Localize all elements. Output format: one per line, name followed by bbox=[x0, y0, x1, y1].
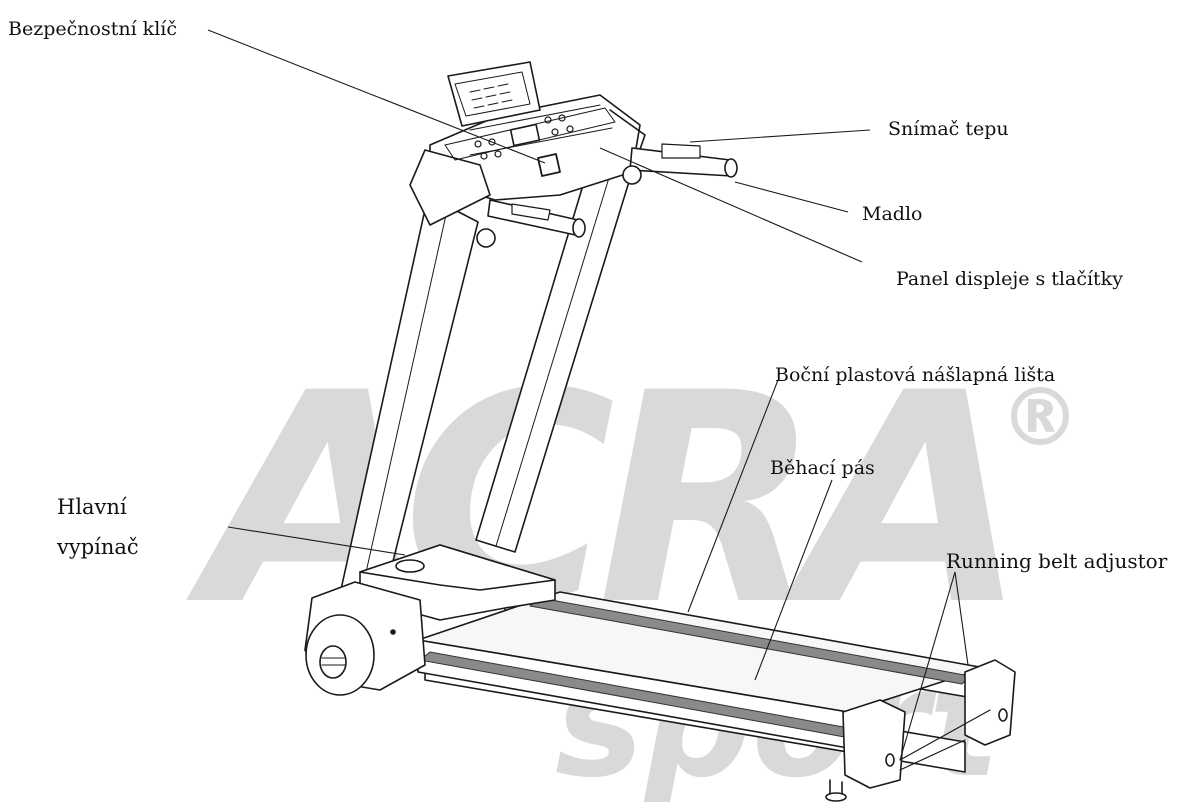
safety-key bbox=[537, 153, 561, 177]
label-main-switch: Hlavní vypínač bbox=[57, 495, 139, 559]
heart-rate-sensor-left bbox=[511, 203, 551, 221]
label-handrail: Madlo bbox=[862, 203, 923, 225]
handrail-right bbox=[629, 143, 738, 178]
watermark-registered: ® bbox=[1000, 371, 1080, 464]
left-base bbox=[304, 581, 426, 696]
leader-heart-rate bbox=[689, 129, 871, 143]
console-buttons bbox=[474, 114, 574, 160]
label-side-rail: Boční plastová nášlapná lišta bbox=[775, 364, 1056, 386]
leader-main-switch bbox=[227, 526, 406, 556]
rear-end-cap bbox=[825, 659, 1016, 802]
label-belt-adjustor: Running belt adjustor bbox=[946, 549, 1168, 573]
leader-belt bbox=[754, 479, 833, 681]
label-heart-rate-sensor: Snímač tepu bbox=[888, 118, 1009, 140]
label-running-belt: Běhací pás bbox=[770, 457, 875, 479]
handrail-left bbox=[487, 199, 586, 238]
tablet-holder bbox=[447, 61, 541, 127]
leader-adjustor-b bbox=[954, 571, 969, 666]
heart-rate-sensor-right bbox=[661, 143, 701, 159]
label-display-panel: Panel displeje s tlačítky bbox=[896, 268, 1123, 290]
leader-panel bbox=[599, 147, 863, 263]
label-safety-key: Bezpečnostní klíč bbox=[8, 18, 177, 40]
leader-adjustor-a bbox=[899, 571, 956, 761]
leader-safety-key bbox=[207, 29, 546, 164]
leader-side-rail bbox=[687, 379, 779, 613]
leader-handrail bbox=[734, 181, 849, 213]
main-switch-hole bbox=[395, 559, 425, 573]
fold-knobs bbox=[476, 165, 642, 248]
treadmill-drawing bbox=[304, 61, 1016, 802]
console bbox=[409, 94, 646, 226]
leader-lines bbox=[207, 29, 969, 761]
